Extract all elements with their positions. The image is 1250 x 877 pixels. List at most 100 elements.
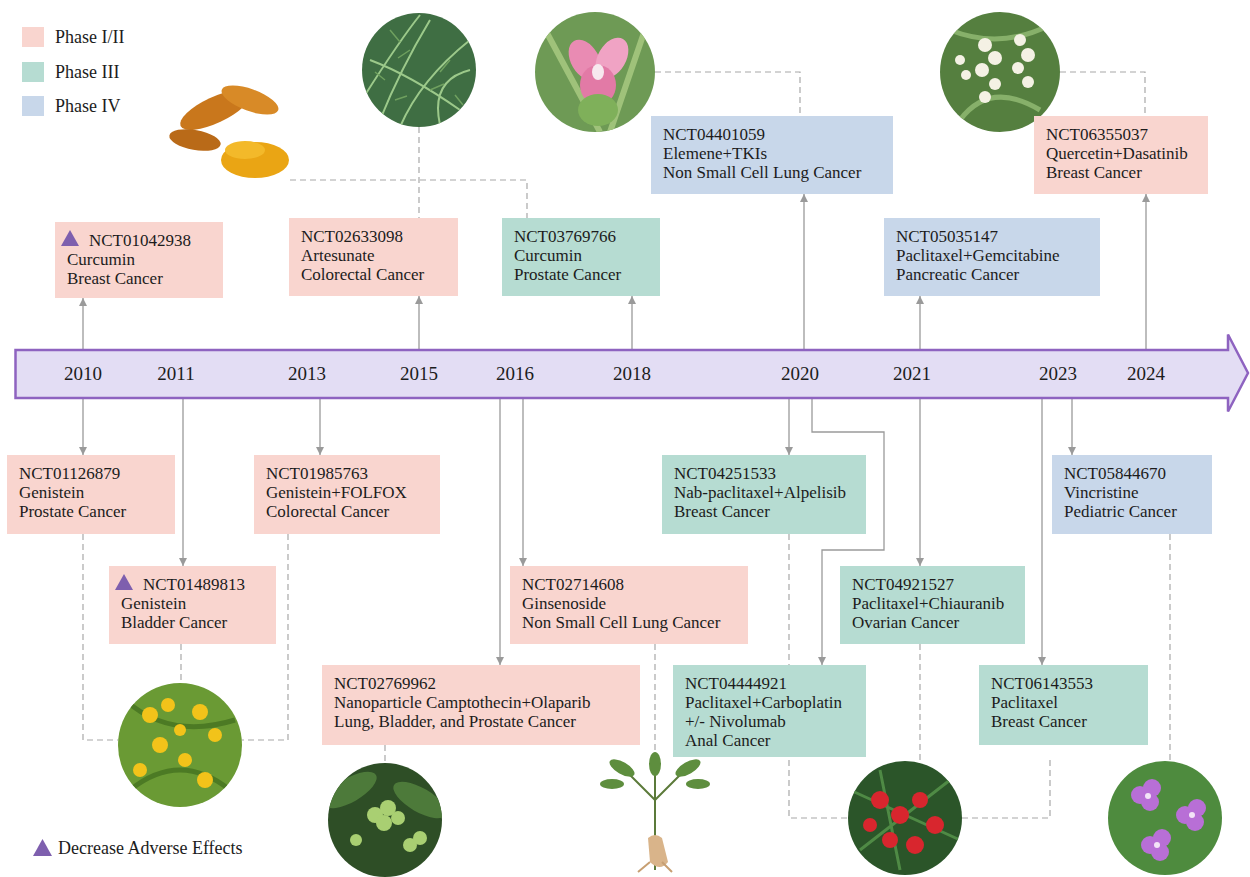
leader-lines — [788, 534, 789, 665]
sophora-picture — [979, 91, 991, 103]
camptotheca-picture — [318, 763, 452, 877]
camptotheca-picture — [376, 815, 392, 831]
ginseng-picture — [600, 752, 710, 872]
genistein-plant-picture — [125, 700, 235, 790]
trial-id: NCT01126879 — [19, 464, 120, 483]
genistein-plant-picture — [133, 698, 222, 788]
camptotheca-picture — [388, 775, 452, 826]
sophora-picture — [1012, 62, 1024, 74]
timeline-connector — [182, 398, 183, 566]
vinca-picture — [1189, 812, 1195, 818]
legend-triangle — [33, 839, 52, 856]
timeline-arrow: 2010201120132015201620182020202120232024 — [14, 333, 1250, 413]
intervention: Genistein+FOLFOX — [266, 483, 407, 502]
trial-id: NCT01042938 — [67, 231, 191, 250]
sophora-picture — [1021, 48, 1035, 62]
genistein-plant-picture — [118, 683, 242, 807]
intervention: Elemene+TKIs — [663, 144, 767, 163]
trial-box: NCT01985763Genistein+FOLFOXColorectal Ca… — [254, 455, 440, 534]
ginseng-picture — [638, 862, 672, 872]
sophora-picture — [955, 55, 965, 65]
sophora-picture — [940, 12, 1060, 132]
leader-lines — [919, 644, 920, 761]
artemisia-picture — [365, 15, 470, 127]
legend-swatch — [22, 96, 44, 116]
cancer-type: Anal Cancer — [685, 731, 855, 750]
ginseng-picture — [648, 835, 668, 867]
yew-picture — [906, 836, 924, 854]
vinca-picture — [1131, 779, 1206, 861]
genistein-plant-picture — [152, 737, 168, 753]
yew-picture — [863, 791, 944, 854]
timeline-connector — [1145, 194, 1146, 350]
vinca-picture — [1151, 843, 1169, 861]
year-label: 2020 — [781, 363, 819, 385]
cancer-type: Bladder Cancer — [121, 613, 227, 632]
cancer-type: Breast Cancer — [674, 502, 770, 521]
intervention: Nab-paclitaxel+Alpelisib — [674, 483, 846, 502]
trial-id: NCT05035147 — [896, 227, 998, 246]
year-label: 2015 — [400, 363, 438, 385]
trial-box: NCT02769962Nanoparticle Camptothecin+Ola… — [322, 665, 640, 745]
ginseng-picture — [673, 756, 703, 780]
trial-id: NCT02633098 — [301, 227, 403, 246]
curcuma-picture — [540, 15, 650, 132]
timeline-connector — [803, 194, 804, 350]
cancer-type: Breast Cancer — [991, 712, 1087, 731]
trial-box: NCT04921527Paclitaxel+ChiauranibOvarian … — [840, 566, 1025, 644]
intervention: Paclitaxel+Carboplatin +/- Nivolumab — [685, 693, 855, 731]
vinca-picture — [1108, 761, 1222, 875]
leader-lines — [654, 644, 655, 760]
trial-box: NCT06143553PaclitaxelBreast Cancer — [979, 665, 1148, 745]
year-label: 2024 — [1127, 363, 1165, 385]
legend-text: Phase III — [55, 62, 119, 82]
yew-picture — [926, 816, 944, 834]
turmeric-picture — [168, 79, 289, 178]
leader-lines — [789, 760, 848, 818]
legend-text: Phase I/II — [55, 27, 124, 47]
cancer-type: Lung, Bladder, and Prostate Cancer — [334, 712, 576, 731]
intervention: Curcumin — [67, 250, 135, 269]
genistein-plant-picture — [178, 753, 192, 767]
intervention: Genistein — [121, 594, 186, 613]
sophora-picture — [1014, 34, 1026, 46]
yew-picture — [863, 818, 877, 832]
sophora-picture — [1022, 76, 1034, 88]
timeline-shape — [16, 335, 1249, 412]
trial-box: NCT01126879GenisteinProstate Cancer — [7, 455, 175, 534]
genistein-plant-picture — [133, 763, 147, 777]
intervention: Paclitaxel+Gemcitabine — [896, 246, 1059, 265]
year-label: 2013 — [288, 363, 326, 385]
ginseng-picture — [649, 752, 661, 776]
yew-picture — [912, 792, 928, 808]
intervention: Artesunate — [301, 246, 375, 265]
timeline-connector — [919, 296, 920, 350]
camptotheca-picture — [413, 831, 427, 845]
yew-picture — [882, 832, 898, 848]
curcuma-picture — [592, 64, 604, 80]
genistein-plant-picture — [192, 704, 208, 720]
cancer-type: Pediatric Cancer — [1064, 502, 1177, 521]
leader-lines — [290, 180, 527, 218]
cancer-type: Breast Cancer — [67, 269, 163, 288]
cancer-type: Prostate Cancer — [19, 502, 126, 521]
leader-lines — [1169, 534, 1170, 761]
trial-id: NCT04251533 — [674, 464, 776, 483]
timeline-connector — [1071, 398, 1072, 455]
trial-box: NCT01489813GenisteinBladder Cancer — [109, 566, 276, 644]
intervention: Nanoparticle Camptothecin+Olaparib — [334, 693, 590, 712]
timeline-connector — [82, 398, 83, 455]
yew-picture — [848, 761, 962, 875]
intervention: Genistein — [19, 483, 84, 502]
curcuma-picture — [535, 12, 655, 132]
timeline-connector — [499, 398, 500, 665]
trial-id: NCT04444921 — [685, 674, 855, 693]
trial-box: NCT02714608GinsenosideNon Small Cell Lun… — [510, 566, 748, 644]
year-label: 2010 — [64, 363, 102, 385]
sophora-picture — [989, 78, 1001, 90]
trial-box: NCT04401059Elemene+TKIsNon Small Cell Lu… — [651, 116, 893, 194]
camptotheca-picture — [350, 800, 427, 852]
artemisia-picture — [362, 13, 476, 127]
trial-id: NCT04401059 — [663, 125, 765, 144]
intervention: Quercetin+Dasatinib — [1046, 144, 1188, 163]
